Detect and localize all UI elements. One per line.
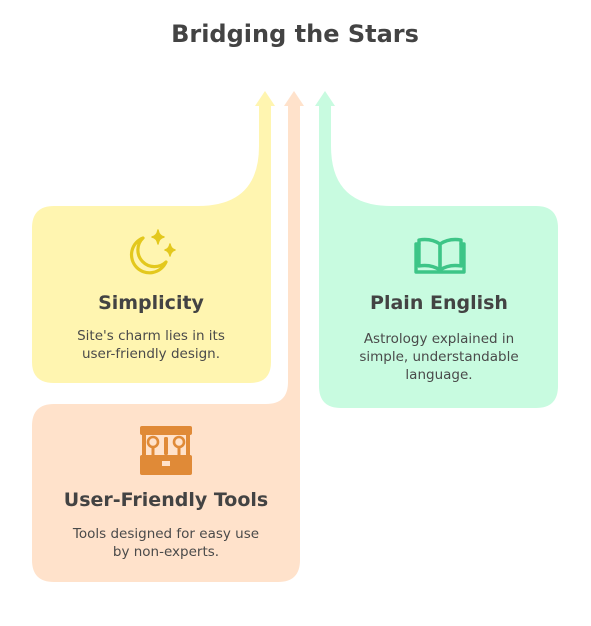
plain-english-desc-line-1: Astrology explained in (364, 331, 514, 347)
user-friendly-tools-title: User-Friendly Tools (64, 489, 268, 511)
toolbox-icon (140, 426, 192, 475)
user-friendly-tools-desc-line-1: Tools designed for easy use (72, 526, 259, 542)
moon-stars-icon (129, 229, 176, 275)
card-simplicity (32, 91, 275, 383)
plain-english-desc-line-2: simple, understandable (359, 349, 518, 365)
card-user-friendly-tools (32, 91, 304, 582)
open-book-icon (414, 237, 466, 274)
arrow-head-peach (284, 91, 304, 106)
arrow-head-yellow (255, 91, 275, 106)
card-shape-user-friendly-tools (32, 106, 300, 582)
user-friendly-tools-desc-line-2: by non-experts. (113, 544, 219, 560)
card-shape-simplicity (32, 106, 271, 383)
diagram-title: Bridging the Stars (171, 20, 419, 48)
plain-english-title: Plain English (370, 292, 508, 314)
simplicity-title: Simplicity (98, 292, 204, 314)
plain-english-desc-line-3: language. (405, 367, 472, 383)
simplicity-desc-line-1: Site's charm lies in its (77, 328, 225, 344)
arrow-head-mint (315, 91, 335, 106)
simplicity-desc-line-2: user-friendly design. (82, 346, 220, 362)
